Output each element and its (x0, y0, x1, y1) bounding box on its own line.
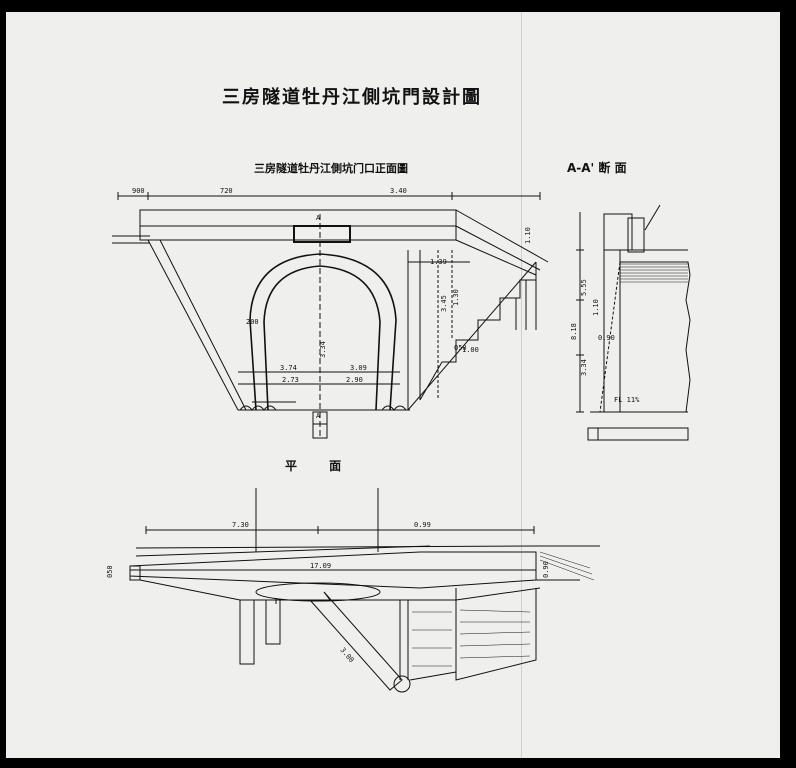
dim-130: 1.30 (452, 289, 460, 306)
front-view-title: 三房隧道牡丹江側坑门口正面圖 (254, 162, 408, 175)
plan-view (129, 488, 600, 693)
drawing-sheet (6, 12, 780, 758)
section-hatching (620, 263, 688, 283)
section-view-title: A-A' 断 面 (567, 161, 627, 175)
label-a: A (316, 214, 321, 222)
front-elevation (112, 192, 549, 439)
label-a-bottom: A (316, 412, 321, 420)
plan-view-title: 平 面 (285, 459, 356, 473)
dim-top-mid: 720 (220, 187, 233, 195)
plan-hatching (412, 551, 595, 667)
dim-374: 3.74 (280, 364, 297, 372)
dim-345: 3.45 (440, 295, 448, 312)
drawing-main-title: 三房隧道牡丹江側坑門設計圖 (222, 87, 482, 108)
sec-dim-090: 0.90 (598, 334, 615, 342)
dim-309: 3.09 (350, 364, 367, 372)
dim-110: 1.10 (524, 227, 532, 244)
dim-arch-left: 200 (246, 318, 259, 326)
sec-dim-818: 8.18 (570, 323, 578, 340)
plan-dim-050: 050 (106, 565, 114, 578)
plan-dim-099: 0.99 (414, 521, 431, 529)
sec-dim-334: 3.34 (580, 359, 588, 376)
section-view (576, 204, 691, 441)
dim-334: 3.34 (319, 341, 327, 358)
dim-top-left: 900 (132, 187, 145, 195)
sec-dim-110: 1.10 (592, 299, 600, 316)
sheet-fold-line (521, 12, 522, 758)
plan-dim-090: 0.90 (542, 561, 550, 578)
dim-100: 1.00 (462, 346, 479, 354)
dim-290: 2.90 (346, 376, 363, 384)
plan-dim-1709: 17.09 (310, 562, 331, 570)
dim-273: 2.73 (282, 376, 299, 384)
sec-label-fl: FL 11% (614, 396, 640, 404)
sec-dim-555: 5.55 (580, 279, 588, 296)
dim-139: 1.39 (430, 258, 447, 266)
dim-050: 050 (454, 344, 467, 352)
plan-dim-730: 7.30 (232, 521, 249, 529)
dim-top-right: 3.40 (390, 187, 407, 195)
